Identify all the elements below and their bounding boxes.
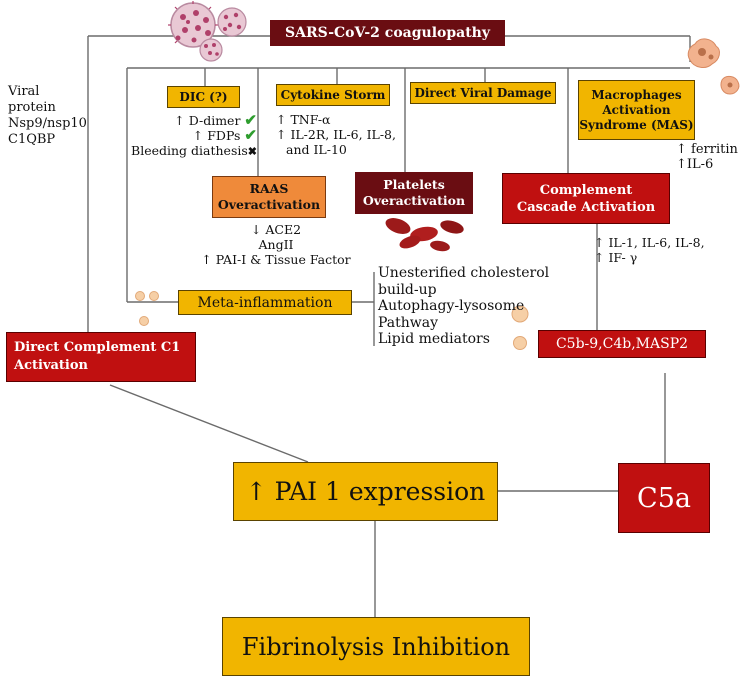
platelets-icon	[385, 218, 464, 252]
meta-item: Autophagy-lysosome	[378, 298, 525, 314]
macrophage-icon	[687, 38, 740, 95]
complement-cascade-box: Complement Cascade Activation	[502, 173, 670, 224]
c5b-label: C5b-9,C4b,MASP2	[555, 336, 689, 352]
viral-protein-text: Viral protein Nsp9/nsp10 C1QBP	[8, 84, 87, 148]
lipid-droplet-icon	[135, 291, 529, 350]
direct-complement-c1-box: Direct Complement C1 Activation	[6, 332, 196, 382]
mas-label: Macrophages	[591, 87, 682, 102]
viral-line: Viral	[8, 84, 40, 99]
complement-item: ↑ IF- γ	[594, 250, 638, 265]
mas-item: ↑IL-6	[676, 157, 714, 172]
meta-item: build-up	[378, 281, 437, 298]
mas-item: ↑ ferritin	[676, 142, 738, 157]
dic-item: ↑ D-dimer ✔	[174, 111, 257, 129]
c5b-box: C5b-9,C4b,MASP2	[538, 330, 706, 358]
pai1-expression-box: ↑ PAI 1 expression	[233, 462, 498, 521]
mas-label: Syndrome (MAS)	[579, 117, 694, 132]
mas-box: Macrophages Activation Syndrome (MAS)	[578, 80, 695, 140]
complement-label: Cascade Activation	[516, 199, 656, 215]
cross-icon: ✖	[247, 145, 257, 158]
raas-item: ↓ ACE2	[250, 222, 302, 237]
meta-item: Pathway	[378, 314, 439, 331]
mas-label: Activation	[602, 102, 671, 117]
direct-c1-label: Direct Complement C1	[14, 340, 181, 355]
complement-item: ↑ IL-1, IL-6, IL-8,	[594, 235, 705, 250]
dic-items: ↑ D-dimer ✔ ↑ FDPs ✔ Bleeding diathesis✖	[117, 113, 257, 159]
dic-item: Bleeding diathesis✖	[131, 143, 257, 158]
viral-line: protein	[8, 100, 56, 115]
raas-items: ↓ ACE2 AngII ↑ PAI-I & Tissue Factor	[186, 222, 366, 267]
check-icon: ✔	[244, 111, 257, 129]
complement-label: Complement	[539, 182, 633, 198]
raas-item: AngII	[258, 237, 294, 252]
cytokine-label: Cytokine Storm	[280, 88, 386, 102]
platelets-label: Platelets	[383, 177, 445, 192]
meta-item: Unesterified cholesterol	[378, 265, 550, 281]
meta-label: Meta-inflammation	[197, 294, 333, 311]
direct-c1-label: Activation	[14, 358, 88, 373]
cytokine-items: ↑ TNF-α ↑ IL-2R, IL-6, IL-8, and IL-10	[276, 112, 396, 157]
raas-item: ↑ PAI-I & Tissue Factor	[201, 252, 351, 267]
mas-items: ↑ ferritin ↑IL-6	[676, 142, 738, 172]
meta-inflammation-box: Meta-inflammation	[178, 290, 352, 315]
platelets-label: Overactivation	[362, 193, 466, 208]
viral-line: C1QBP	[8, 132, 56, 147]
raas-label: Overactivation	[217, 197, 321, 212]
c5a-label: C5a	[637, 482, 691, 514]
pai-label: ↑ PAI 1 expression	[245, 477, 486, 506]
meta-items: Unesterified cholesterol build-up Autoph…	[378, 265, 549, 348]
complement-items: ↑ IL-1, IL-6, IL-8, ↑ IF- γ	[594, 235, 705, 265]
dic-label: DIC (?)	[179, 90, 228, 104]
direct-viral-damage-box: Direct Viral Damage	[410, 82, 556, 104]
raas-label: RAAS	[249, 181, 289, 196]
check-icon: ✔	[244, 126, 257, 144]
dic-box: DIC (?)	[167, 86, 240, 108]
cytokine-item: ↑ TNF-α	[276, 112, 331, 127]
virus-icon	[168, 1, 247, 62]
dic-item: ↑ FDPs ✔	[192, 126, 257, 144]
fibrinolysis-label: Fibrinolysis Inhibition	[241, 632, 511, 661]
cytokine-item: and IL-10	[286, 142, 347, 157]
direct-viral-label: Direct Viral Damage	[414, 86, 552, 100]
platelets-box: Platelets Overactivation	[355, 172, 473, 214]
cytokine-storm-box: Cytokine Storm	[276, 84, 390, 106]
raas-box: RAAS Overactivation	[212, 176, 326, 218]
cytokine-item: ↑ IL-2R, IL-6, IL-8,	[276, 127, 396, 142]
title-box: SARS-CoV-2 coagulopathy	[270, 20, 505, 46]
fibrinolysis-box: Fibrinolysis Inhibition	[222, 617, 530, 676]
viral-line: Nsp9/nsp10	[8, 116, 87, 131]
c5a-box: C5a	[618, 463, 710, 533]
title-label: SARS-CoV-2 coagulopathy	[285, 25, 490, 41]
meta-item: Lipid mediators	[378, 331, 490, 347]
